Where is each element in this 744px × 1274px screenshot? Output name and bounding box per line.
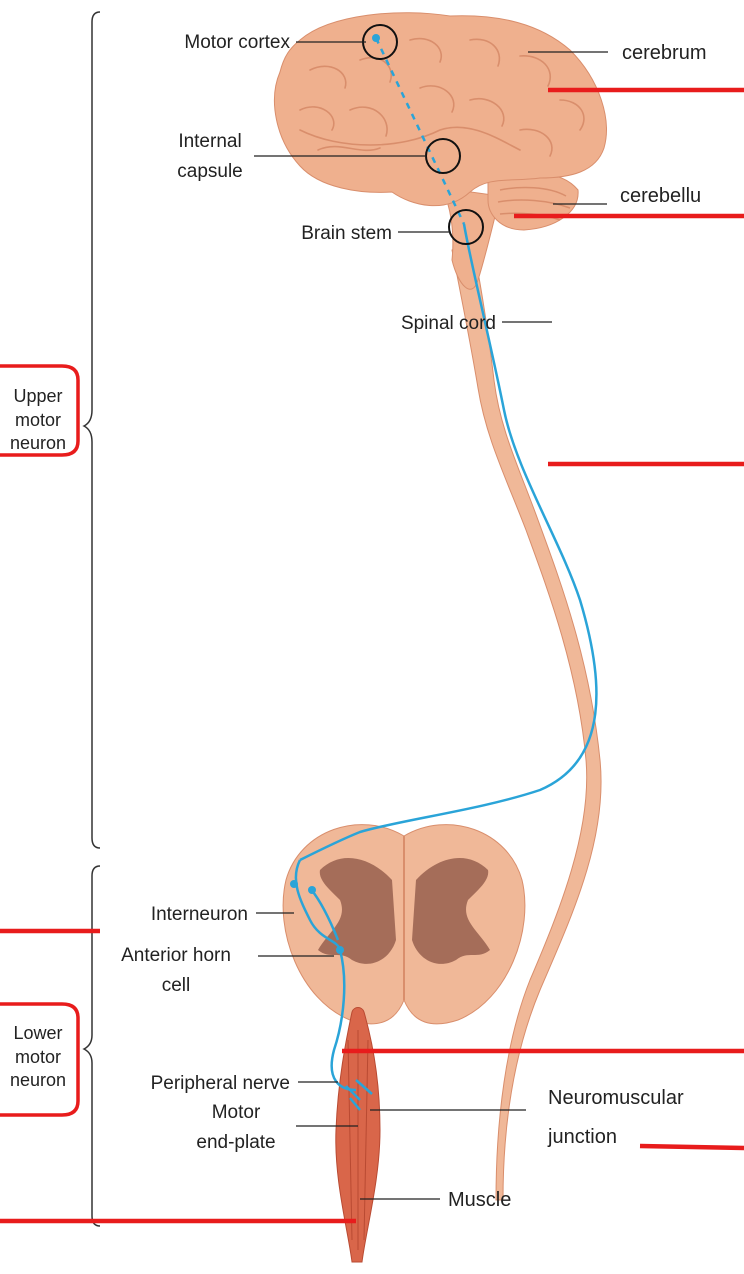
lower-neuron-bracket [84, 866, 100, 1226]
anterior-horn-cell [336, 946, 344, 954]
lower-label-line2: motor [15, 1047, 61, 1067]
motor-endplate-label-line2: end-plate [196, 1132, 275, 1153]
neuromuscular-label-line2: junction [547, 1126, 617, 1148]
interneuron-cell-2 [308, 886, 316, 894]
cerebrum-label: cerebrum [622, 42, 706, 64]
spinal-cord-label: Spinal cord [401, 313, 496, 334]
brain-stem-label: Brain stem [301, 223, 392, 244]
spinal-cross-section [283, 825, 525, 1024]
spinal-cord-shape [452, 240, 601, 1200]
upper-label-line1: Upper [13, 386, 62, 406]
muscle-label: Muscle [448, 1189, 511, 1211]
red-lines [0, 90, 744, 1221]
neuromuscular-label-line1: Neuromuscular [548, 1087, 684, 1109]
internal-capsule-label-line1: Internal [178, 131, 241, 152]
lower-label-line3: neuron [10, 1070, 66, 1090]
interneuron-cell [290, 880, 298, 888]
internal-capsule-label-line2: capsule [177, 161, 243, 182]
lower-label-line1: Lower [13, 1023, 62, 1043]
motor-cortex-cell [372, 34, 380, 42]
anterior-horn-label-line1: Anterior horn [121, 945, 231, 966]
interneuron-label: Interneuron [151, 904, 248, 925]
anterior-horn-label-line2: cell [162, 975, 191, 996]
motor-cortex-label: Motor cortex [184, 32, 290, 53]
cerebellum-label: cerebellu [620, 185, 701, 207]
peripheral-nerve-label: Peripheral nerve [151, 1073, 290, 1094]
motor-endplate-label-line1: Motor [212, 1102, 261, 1123]
upper-label-line2: motor [15, 410, 61, 430]
upper-neuron-bracket [84, 12, 100, 848]
upper-label-line3: neuron [10, 433, 66, 453]
